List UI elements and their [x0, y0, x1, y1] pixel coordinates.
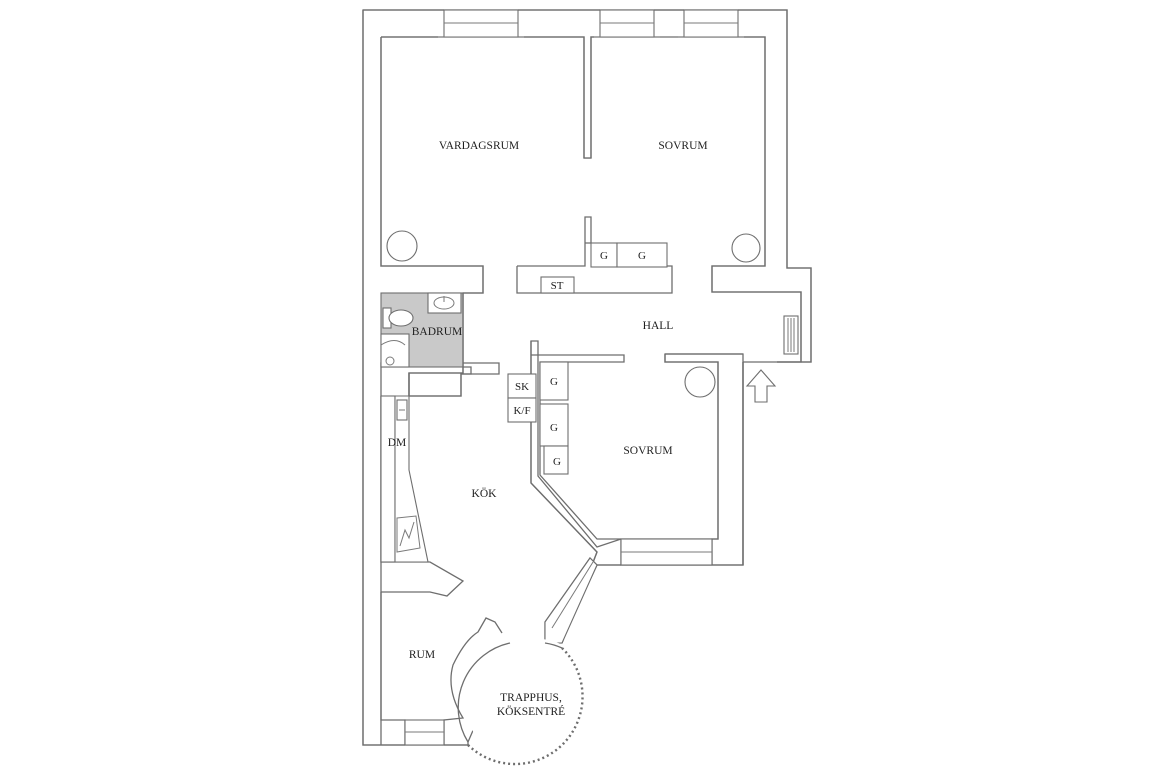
bathroom-wall [408, 293, 472, 397]
window-sovrum-2 [620, 538, 713, 566]
outer-wall [362, 9, 812, 746]
closet-kf-label: K/F [513, 405, 530, 417]
stairwell-dotted-edge [467, 647, 584, 766]
stairwell-wall [457, 642, 563, 743]
closet-kf: K/F [507, 397, 537, 423]
closet-g-side: G G G [539, 361, 569, 475]
badrum-label: BADRUM [412, 326, 462, 338]
vardagsrum-walls [380, 36, 585, 294]
sovrum-1-walls [590, 36, 802, 363]
closet-g-side-1-label: G [550, 376, 558, 388]
trapphus-label-line1: TRAPPHUS, [500, 692, 562, 704]
closet-sk: SK [507, 373, 537, 399]
closet-g-top-2-label: G [638, 250, 646, 262]
radiator-icon [783, 315, 799, 355]
trapphus-label-line2: KÖKSENTRÉ [497, 704, 565, 718]
sovrum-1-label: SOVRUM [658, 140, 707, 152]
window-top-2 [594, 9, 660, 38]
window-rum [404, 719, 445, 746]
closet-sk-label: SK [515, 381, 529, 393]
dm-label: DM [388, 437, 407, 449]
stove-icon [386, 230, 418, 262]
hall-label: HALL [643, 320, 674, 332]
rum-label: RUM [409, 649, 435, 661]
stove-icon [731, 233, 761, 263]
sink-icon [427, 292, 462, 314]
closet-g-side-3-label: G [553, 456, 561, 468]
sovrum-2-walls [530, 341, 744, 644]
bathroom: BADRUM [380, 292, 464, 368]
closet-g-side-2-label: G [550, 422, 558, 434]
window-top-1 [438, 9, 524, 38]
closet-st-label: ST [551, 280, 564, 292]
window-top-3 [678, 9, 744, 38]
vardagsrum-label: VARDAGSRUM [439, 140, 519, 152]
stove-icon [684, 366, 716, 398]
shower-icon [380, 333, 410, 368]
closet-g-top-1-label: G [600, 250, 608, 262]
toilet-icon [382, 307, 414, 329]
entrance-arrow-icon [745, 369, 777, 403]
closet-st: ST [540, 276, 575, 294]
sovrum-2-label: SOVRUM [623, 445, 672, 457]
fridge-icon [396, 515, 421, 553]
stairwell [467, 638, 601, 772]
kitchen-counter [380, 395, 429, 563]
kok-label: KÖK [472, 486, 498, 500]
closet-g-top: G G [590, 242, 668, 268]
